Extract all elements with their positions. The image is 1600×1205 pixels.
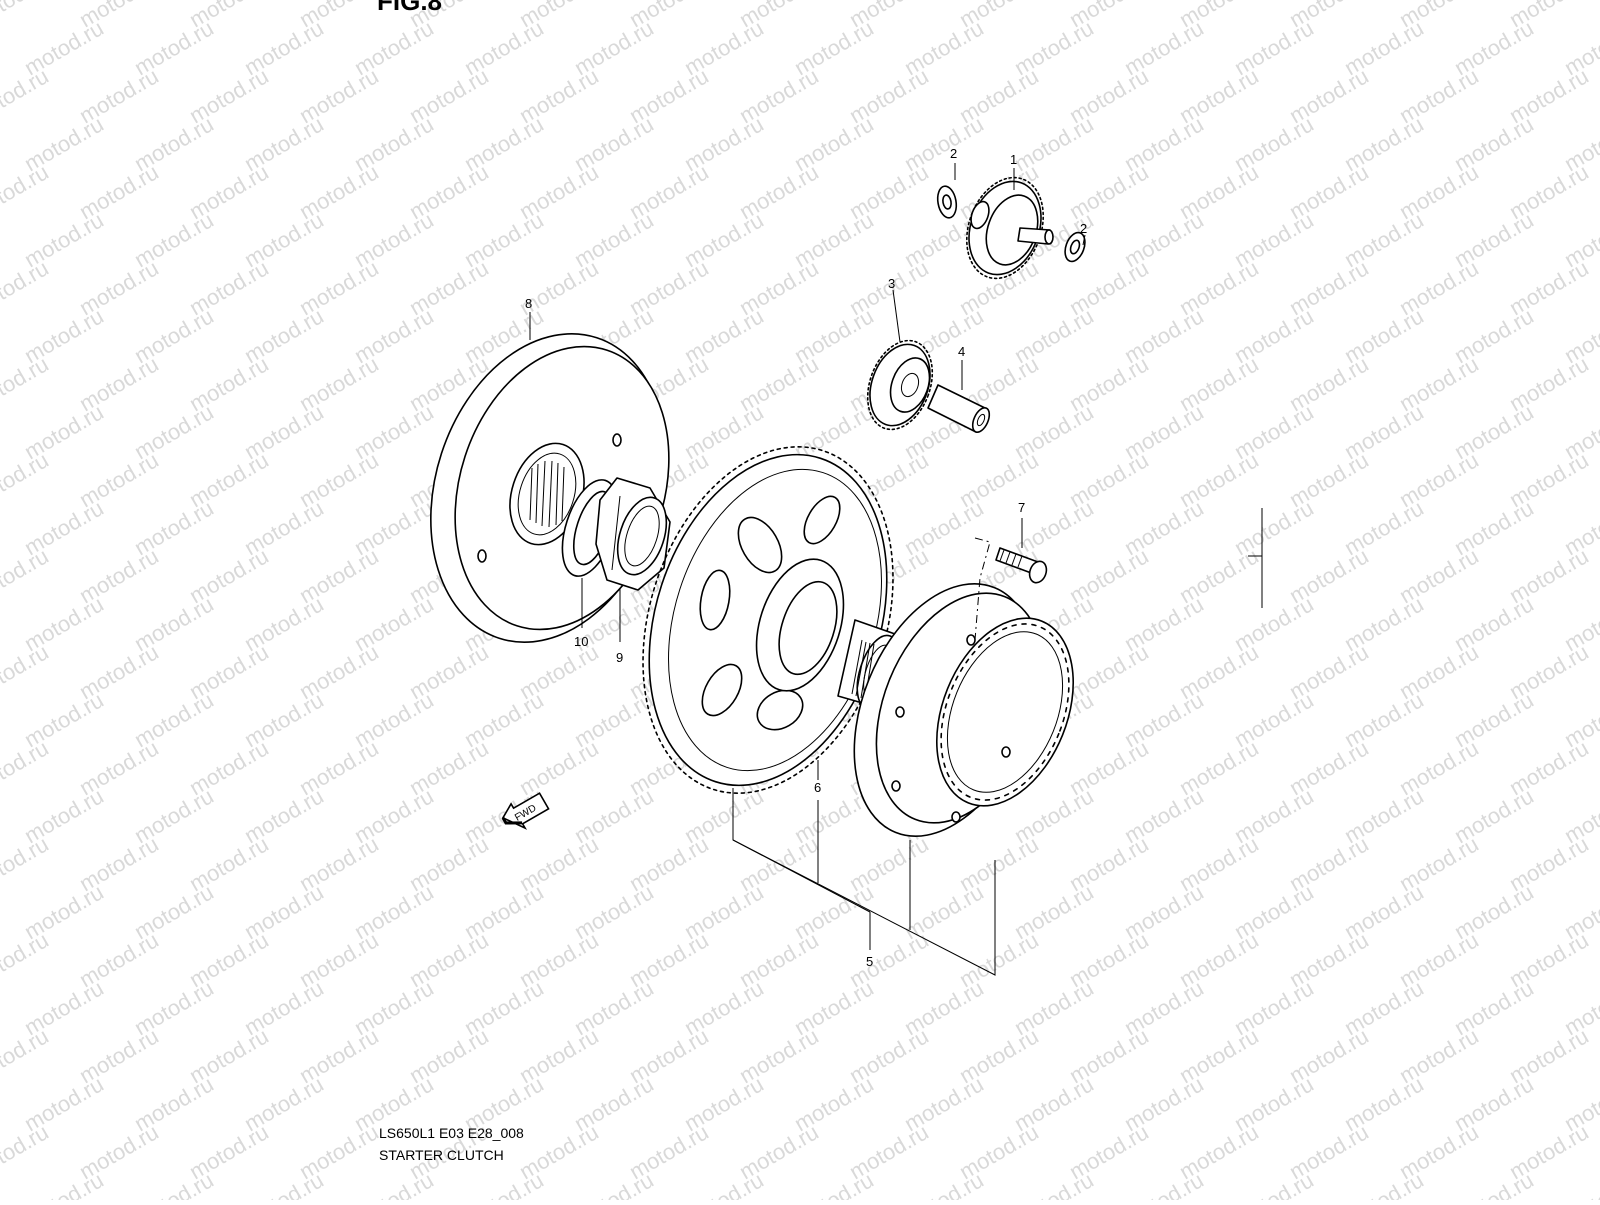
watermark-text: motod.ru — [0, 255, 53, 320]
watermark-text: motod.ru — [680, 1167, 768, 1200]
callout-2-left: 2 — [950, 146, 957, 161]
callout-7: 7 — [1018, 500, 1025, 515]
part-3-idle-gear — [866, 339, 934, 431]
part-6-driven-gear — [642, 446, 894, 794]
callout-10: 10 — [574, 634, 588, 649]
callout-1: 1 — [1010, 152, 1017, 167]
watermark-text: motod.ru — [350, 1167, 438, 1200]
part-9-nut — [595, 477, 671, 591]
watermark-text: motod.ru — [0, 543, 53, 608]
watermark-text: motod.ru — [0, 63, 53, 128]
part-4-shaft — [927, 384, 991, 434]
callout-labels: 1 2 2 3 4 5 6 7 8 9 10 — [525, 146, 1087, 969]
watermark-text: motod.ru — [20, 1167, 108, 1200]
callout-3: 3 — [888, 276, 895, 291]
part-7-bolt — [974, 537, 1048, 641]
watermark-text: motod.ru — [0, 831, 53, 896]
callout-2-right: 2 — [1080, 221, 1087, 236]
watermark-text: motod.ru — [0, 639, 53, 704]
fwd-direction-arrow: FWD — [501, 792, 550, 830]
watermark-text: motod.ru — [240, 1167, 328, 1200]
watermark-text: motod.ru — [0, 159, 53, 224]
callout-9: 9 — [616, 650, 623, 665]
watermark-text: motod.ru — [1010, 1167, 1098, 1200]
callout-8: 8 — [525, 296, 532, 311]
watermark-text: motod.ru — [570, 1167, 658, 1200]
watermark-text: motod.ru — [1120, 1167, 1208, 1200]
watermark-text: motod.ru — [460, 1167, 548, 1200]
callout-5: 5 — [866, 954, 873, 969]
watermark-text: motod.ru — [0, 1023, 53, 1088]
watermark-text: motod.ru — [790, 1167, 878, 1200]
watermark-text: motod.ru — [0, 447, 53, 512]
callout-6: 6 — [814, 780, 821, 795]
part-2-washers — [936, 185, 1086, 263]
diagram-caption: STARTER CLUTCH — [379, 1147, 504, 1163]
watermark-text: motod.ru — [0, 1119, 53, 1184]
watermark-text: motod.ru — [0, 735, 53, 800]
watermark-text: motod.ru — [0, 0, 53, 32]
callout-4: 4 — [958, 344, 965, 359]
part-1-idle-gear — [965, 176, 1054, 280]
watermark-text: motod.ru — [1450, 1167, 1538, 1200]
watermark-text: motod.ru — [0, 927, 53, 992]
watermark-text: motod.ru — [900, 1167, 988, 1200]
watermark-text: motod.ru — [1560, 1167, 1600, 1200]
diagram-code: LS650L1 E03 E28_008 — [379, 1125, 524, 1141]
watermark-text: motod.ru — [1340, 1167, 1428, 1200]
figure-title: FIG.8 — [377, 0, 443, 16]
watermark-text: motod.ru — [1230, 1167, 1318, 1200]
watermark-text: motod.ru — [130, 1167, 218, 1200]
leader-lines — [529, 163, 1263, 976]
part-5-one-way-clutch — [853, 583, 1075, 837]
watermark-text: motod.ru — [0, 351, 53, 416]
